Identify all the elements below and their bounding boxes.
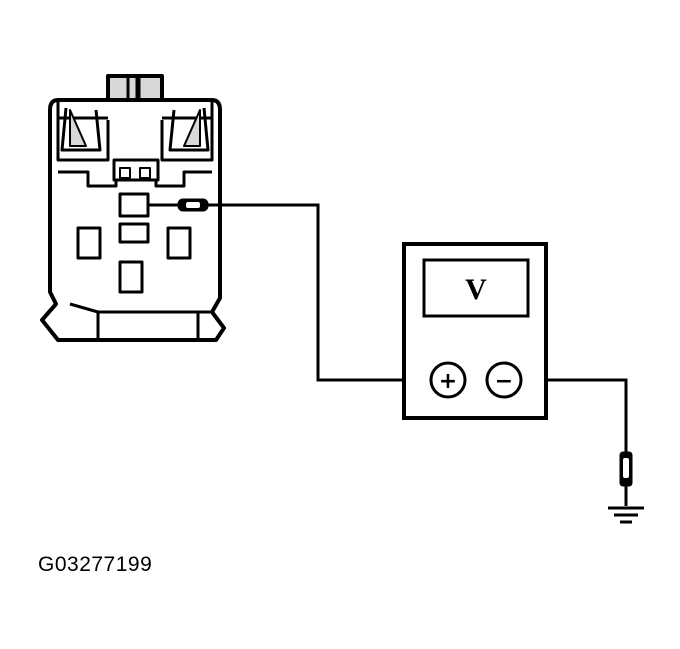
negative-terminal [485, 361, 523, 399]
terminal-cavity [76, 226, 102, 260]
ground-clip [619, 451, 633, 506]
terminal-cavity-test [118, 192, 150, 218]
terminal-cavities [76, 192, 192, 294]
voltmeter-display [422, 258, 530, 318]
terminal-cavity [166, 226, 192, 260]
terminal-cavity [118, 222, 150, 244]
connector-latch [56, 100, 214, 162]
positive-terminal-symbol: + [439, 369, 457, 394]
negative-lead [524, 378, 628, 456]
test-leads [208, 203, 628, 456]
positive-lead [208, 203, 428, 382]
ground-icon [608, 506, 644, 524]
negative-terminal-symbol: − [495, 369, 513, 394]
figure-id: G03277199 [38, 553, 153, 576]
terminal-cavity [118, 260, 144, 294]
voltmeter: V + − [402, 242, 548, 420]
positive-terminal [429, 361, 467, 399]
test-probe [148, 198, 209, 212]
voltmeter-label: V [465, 273, 487, 306]
connector-key [96, 310, 200, 340]
connector [40, 74, 226, 342]
